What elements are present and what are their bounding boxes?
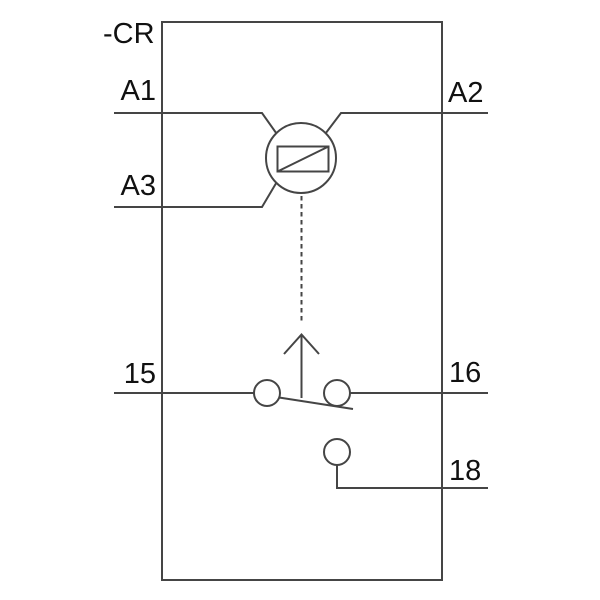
diagram-strokes (114, 21, 488, 581)
terminal-label-a2: A2 (448, 77, 484, 109)
contact-16-terminal-dot (323, 379, 351, 407)
contact-18-lead (336, 465, 488, 489)
terminal-a3-lead (114, 181, 278, 208)
terminal-label-15: 15 (123, 358, 156, 390)
terminal-label-16: 16 (449, 357, 482, 389)
device-outline (161, 21, 443, 581)
contact-18-terminal-dot (323, 438, 351, 466)
arrow-head (283, 333, 320, 355)
contact-15-terminal-dot (253, 379, 281, 407)
terminal-a1-lead (114, 112, 278, 135)
coil-diagonal (277, 145, 329, 173)
coil-circle (265, 122, 337, 194)
delay-arrow-icon (283, 333, 320, 398)
terminal-label-a1: A1 (120, 75, 156, 107)
terminal-label-18: 18 (449, 455, 482, 487)
contact-blade (278, 396, 354, 410)
terminal-label-a3: A3 (120, 170, 156, 202)
device-designation-label: -CR (103, 18, 155, 50)
terminal-a2-lead (324, 112, 488, 135)
timer-coil-icon (265, 122, 337, 194)
coil-box (276, 145, 330, 173)
